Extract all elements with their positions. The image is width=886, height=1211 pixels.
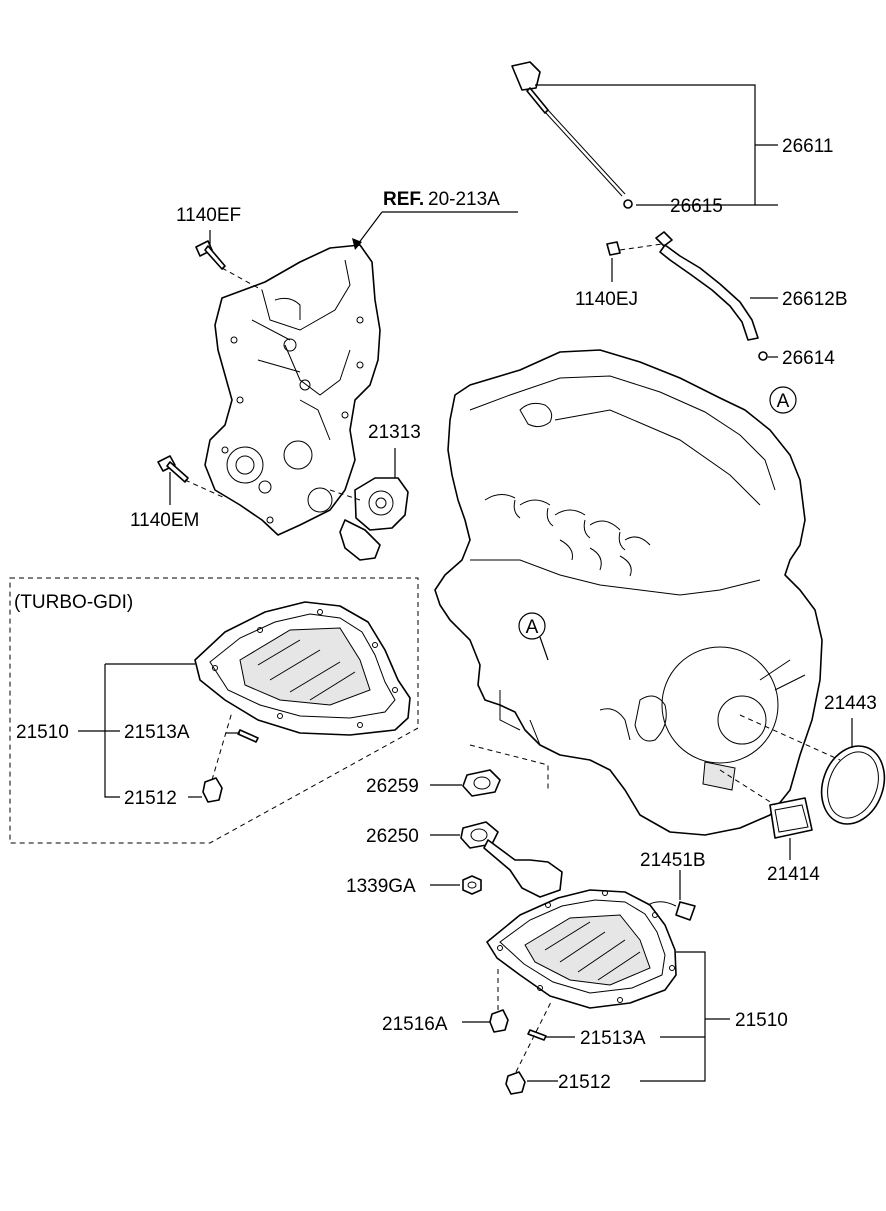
ref-callout	[352, 211, 518, 250]
part-label-1140em: 1140EM	[130, 510, 199, 531]
part-label-1140ej: 1140EJ	[575, 289, 638, 310]
part-label-21443: 21443	[824, 693, 877, 714]
turbo-oil-pan-drawing	[194, 601, 411, 803]
part-label-26614: 26614	[782, 348, 835, 369]
callout-a-top-text: A	[777, 391, 790, 412]
oil-pump-drawing	[329, 477, 409, 561]
bolt-1140em-drawing	[157, 455, 226, 499]
part-label-21510: 21510	[735, 1010, 788, 1031]
turbo-gdi-region	[9, 577, 419, 844]
oil-strainer-drawing	[460, 821, 563, 898]
oil-pan-drawing	[486, 889, 696, 1095]
part-label-26259: 26259	[366, 776, 419, 797]
timing-cover-drawing	[204, 244, 381, 536]
part-label-21513a: 21513A	[580, 1028, 646, 1049]
callout-a-top: A	[769, 386, 797, 414]
part-label-21451b: 21451B	[640, 850, 706, 871]
gasket-26259-drawing	[462, 744, 549, 797]
cover-21414-drawing	[719, 769, 813, 839]
part-label-turbo-21513a: 21513A	[124, 722, 190, 743]
part-label-21414: 21414	[767, 864, 820, 885]
dipstick-drawing	[511, 61, 768, 361]
leader-lines	[78, 84, 853, 1082]
part-label-21313: 21313	[368, 422, 421, 443]
part-label-1339ga: 1339GA	[346, 876, 416, 897]
part-label-21512: 21512	[558, 1072, 611, 1093]
callout-a-engine: A	[518, 612, 549, 661]
part-label-turbo-21510: 21510	[16, 722, 69, 743]
part-label-26615: 26615	[670, 196, 723, 217]
part-label-1140ef: 1140EF	[176, 205, 241, 226]
part-label-21516a: 21516A	[382, 1014, 448, 1035]
nut-1339ga-drawing	[462, 875, 482, 895]
part-label-turbo-21512: 21512	[124, 788, 177, 809]
callout-a-engine-text: A	[526, 617, 539, 638]
ref-code: 20-213A	[428, 189, 500, 210]
part-label-26250: 26250	[366, 826, 419, 847]
part-label-26611: 26611	[782, 136, 833, 157]
ref-prefix: REF.	[383, 189, 424, 210]
section-label-turbo-gdi: (TURBO-GDI)	[14, 592, 133, 613]
engine-block-drawing	[434, 349, 823, 836]
oil-seal-drawing	[739, 714, 886, 825]
bolt-1140ef-drawing	[195, 240, 263, 291]
part-label-26612b: 26612B	[782, 289, 848, 310]
